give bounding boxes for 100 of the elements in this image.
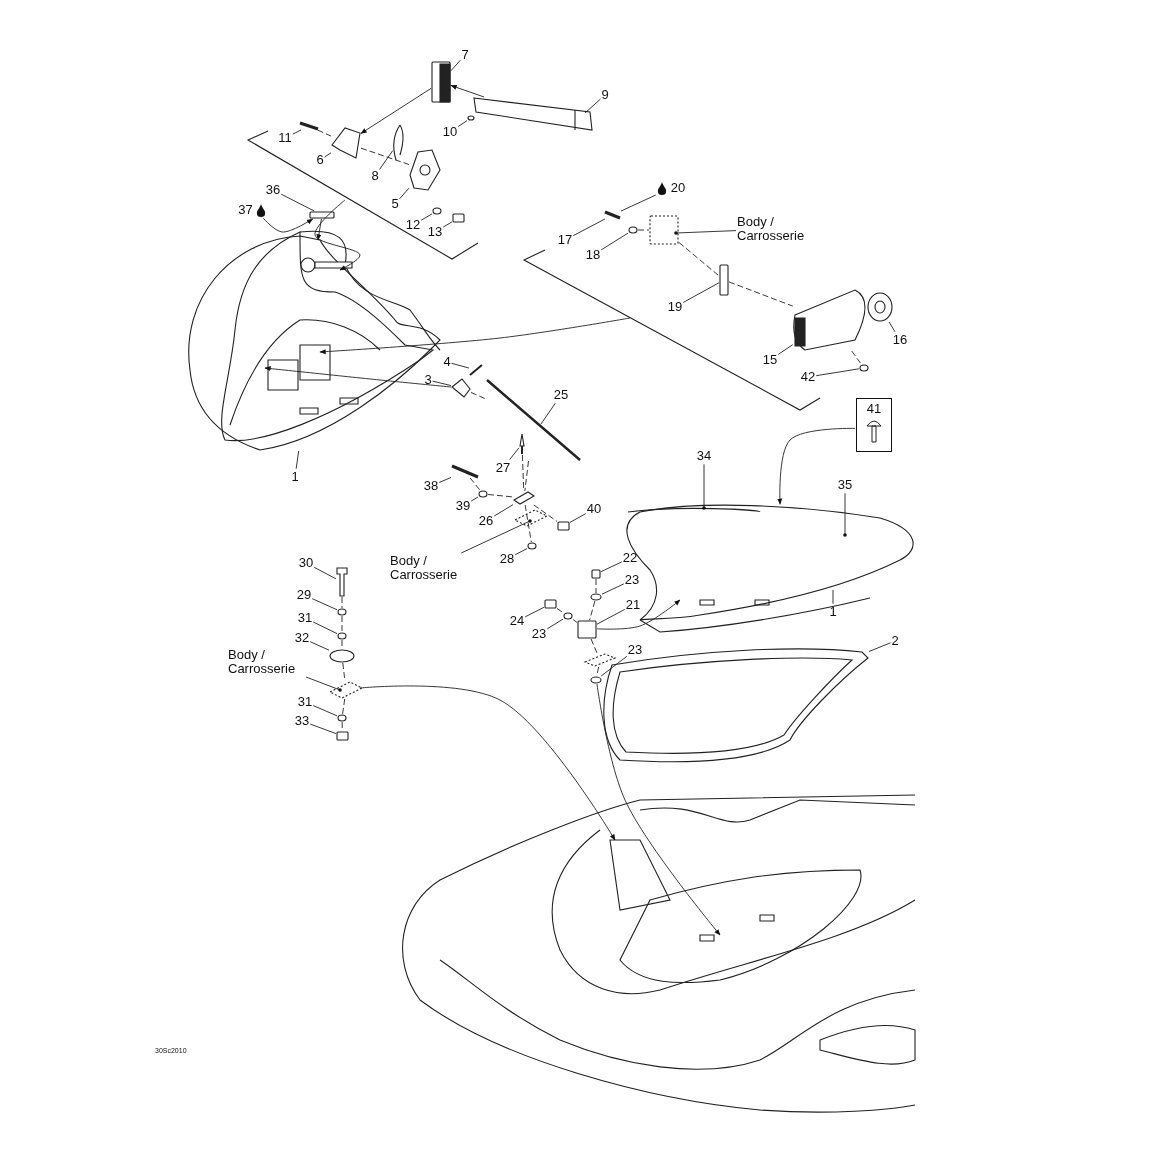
leader-line xyxy=(312,621,338,635)
part-note: Body / Carrosserie xyxy=(737,215,806,243)
washer-drawing xyxy=(337,632,347,640)
leader-line xyxy=(509,447,520,461)
callout-number: 25 xyxy=(553,388,569,403)
washer-drawing xyxy=(563,612,573,620)
body-plate-outline xyxy=(649,215,679,245)
leader-line xyxy=(451,362,470,369)
callout-number: 13 xyxy=(427,225,443,240)
assembly-line xyxy=(469,477,481,491)
washer-drawing xyxy=(337,714,347,722)
assembly-line xyxy=(678,242,720,277)
leader-line xyxy=(569,513,587,523)
grommet-drawing xyxy=(867,292,893,322)
callout-number: 16 xyxy=(892,333,908,348)
leader-line xyxy=(438,477,452,483)
callout-number: 35 xyxy=(837,478,853,493)
callout-number: 11 xyxy=(278,131,292,146)
leader-line xyxy=(295,450,300,470)
latch-plate-drawing xyxy=(719,264,729,296)
callout-number: 23 xyxy=(624,573,640,588)
washer-drawing xyxy=(590,676,602,684)
assembly-line xyxy=(524,460,529,492)
bolt-drawing xyxy=(299,121,319,131)
part-note: Body / Carrosserie xyxy=(390,554,459,582)
callout-number: 26 xyxy=(478,514,494,529)
callout-number: 8 xyxy=(371,169,379,184)
washer-drawing xyxy=(329,649,355,663)
leader-line xyxy=(442,221,453,228)
callout-number: 1 xyxy=(829,605,837,620)
part-callout-box xyxy=(856,398,892,452)
callout-number: 33 xyxy=(294,714,310,729)
assembly-line xyxy=(317,129,332,137)
callout-number: 31 xyxy=(297,695,313,710)
bolt-drawing xyxy=(451,464,479,479)
callout-number: 37 xyxy=(238,203,253,218)
leader-line xyxy=(620,194,657,212)
bolt-drawing xyxy=(336,567,348,597)
leader-line xyxy=(470,496,479,502)
callout-number: 21 xyxy=(625,598,641,613)
leader-line xyxy=(311,598,338,611)
nut-drawing xyxy=(452,213,465,223)
callout-number: 17 xyxy=(557,233,573,248)
screw-drawing xyxy=(591,569,601,579)
assembly-line xyxy=(341,615,343,633)
leader-line xyxy=(399,187,410,200)
assembly-line xyxy=(728,281,794,307)
leader-line xyxy=(432,380,452,387)
callout-number: 42 xyxy=(800,370,816,385)
leader-line xyxy=(420,213,433,221)
hinge-bracket-drawing xyxy=(512,491,536,505)
callout-number: 32 xyxy=(294,631,310,646)
assembly-line xyxy=(589,600,596,621)
washer-drawing xyxy=(628,226,638,234)
part-note: Body / Carrosserie xyxy=(228,648,297,676)
callout-number: 20 xyxy=(670,181,686,196)
leader-line xyxy=(600,561,623,573)
latch-drawing xyxy=(793,289,866,351)
assembly-line xyxy=(360,147,410,165)
assembly-line xyxy=(637,229,650,231)
assembly-line xyxy=(524,504,532,543)
assembly-line xyxy=(487,494,514,498)
hinge-bracket-drawing xyxy=(577,620,597,639)
leader-line xyxy=(313,566,337,580)
pin-drawing xyxy=(309,211,335,219)
callout-number: 12 xyxy=(405,218,421,233)
leader-line xyxy=(546,618,564,630)
leader-line xyxy=(600,655,628,677)
callout-number: 38 xyxy=(423,479,439,494)
callout-number: 24 xyxy=(509,614,525,629)
callout-number: 5 xyxy=(391,197,399,212)
leader-line xyxy=(682,282,720,303)
washer-drawing xyxy=(467,115,475,121)
callout-number: 10 xyxy=(442,125,458,140)
callout-number: 2 xyxy=(891,634,899,649)
leader-line xyxy=(572,218,606,237)
callout-number: 39 xyxy=(455,499,471,514)
callout-number: 30 xyxy=(298,556,314,571)
assembly-line xyxy=(851,350,862,365)
callout-number: 28 xyxy=(499,552,515,567)
leader-line xyxy=(888,321,896,333)
callout-number: 40 xyxy=(586,502,602,517)
leader-line xyxy=(584,98,601,114)
nut-drawing xyxy=(544,599,557,609)
callout-number: 18 xyxy=(585,248,601,263)
leader-line xyxy=(832,589,834,605)
nut-drawing xyxy=(557,521,570,531)
body-plate-outline xyxy=(513,509,549,527)
assembly-line xyxy=(556,608,564,614)
callout-number: 29 xyxy=(296,588,312,603)
callout-number: 31 xyxy=(297,611,313,626)
leader-line xyxy=(601,583,625,595)
leader-line xyxy=(309,723,337,735)
callout-number: 4 xyxy=(443,355,451,370)
leader-line xyxy=(815,368,860,377)
leader-line xyxy=(868,642,891,652)
leader-line xyxy=(457,120,468,127)
washer-drawing xyxy=(432,207,442,215)
leader-line xyxy=(514,548,528,556)
assembly-line xyxy=(572,619,578,623)
